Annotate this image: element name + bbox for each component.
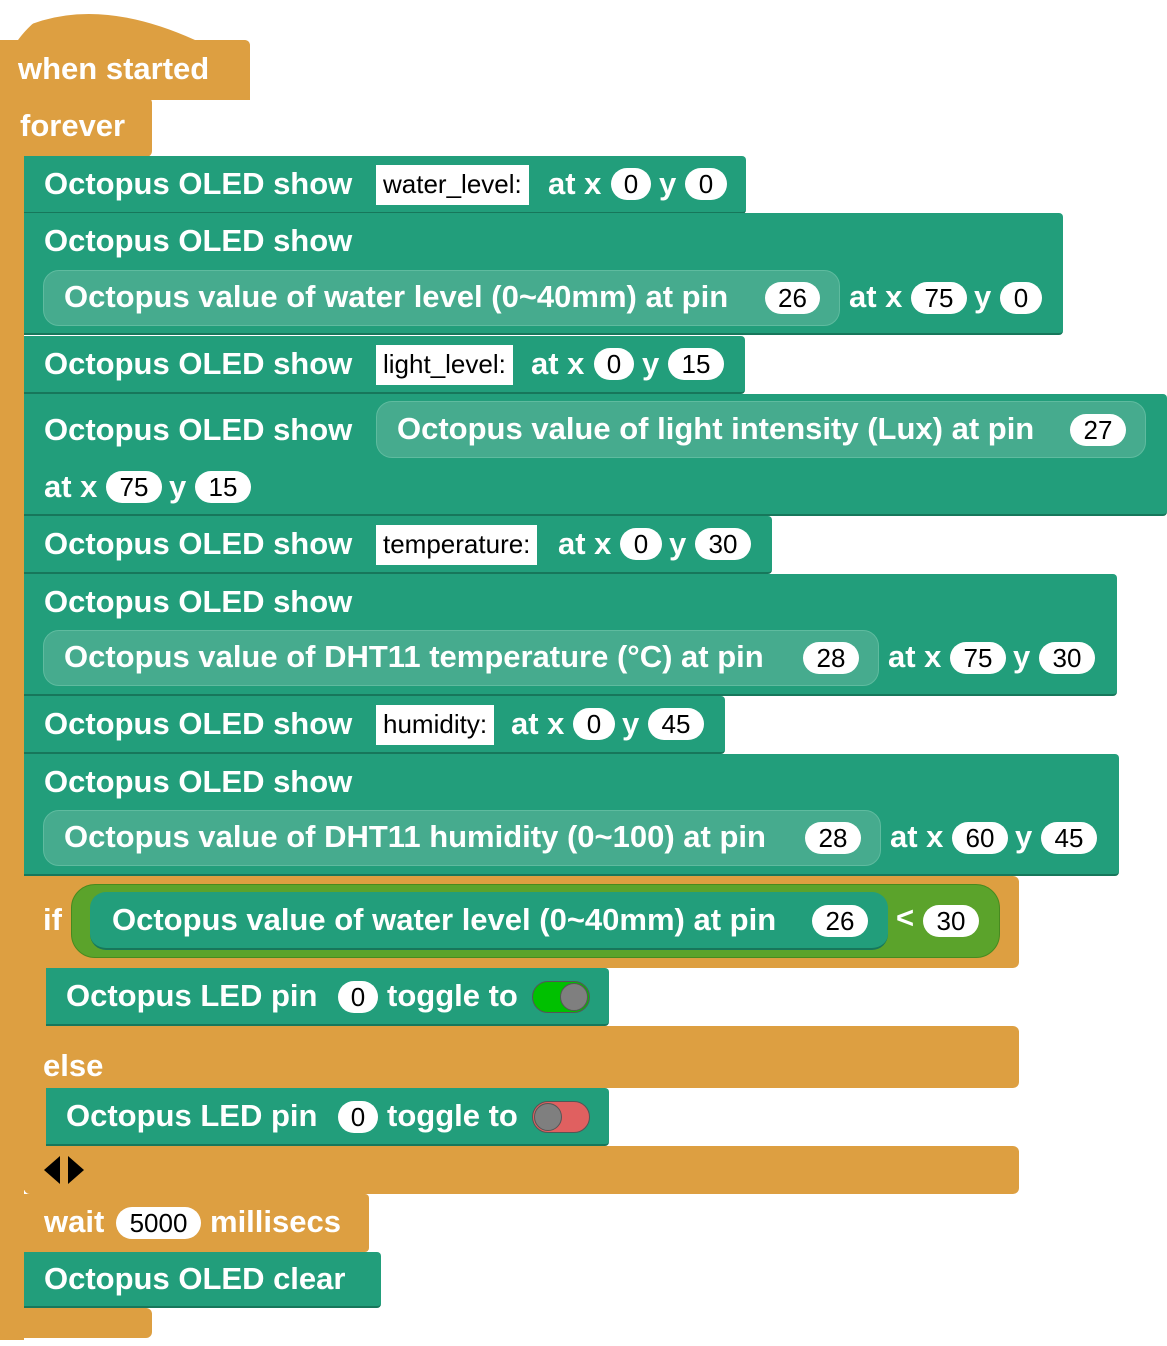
if-label: if [43,902,62,937]
else-label: else [43,1048,104,1083]
forever-block[interactable] [0,97,152,157]
y-label: y [1015,819,1033,854]
y-input[interactable]: 0 [685,168,727,200]
oled-text-field[interactable]: temperature: [376,525,538,565]
reporter-label: Octopus value of water level (0~40mm) at… [112,902,777,937]
y-input[interactable]: 45 [1041,822,1097,854]
at-x-label: at x [548,166,602,201]
oled-text-field[interactable]: light_level: [376,345,513,385]
at-x-label: at x [531,346,585,381]
forever-footer [0,1308,152,1338]
toggle-knob [534,1103,562,1131]
x-input[interactable]: 75 [950,642,1006,674]
y-label: y [1013,639,1031,674]
water-level-reporter[interactable] [43,270,840,326]
oled-show-prefix: Octopus OLED show [44,764,353,799]
pin-input[interactable]: 26 [812,905,868,937]
dht11-humidity-reporter[interactable] [43,810,881,866]
oled-clear-label: Octopus OLED clear [44,1261,346,1296]
oled-show-prefix: Octopus OLED show [44,584,353,619]
x-input[interactable]: 0 [611,168,651,200]
else-row [24,1026,1019,1088]
at-x-label: at x [558,526,612,561]
oled-show-humidity-label-block[interactable] [24,696,725,754]
light-intensity-reporter[interactable] [376,401,1146,458]
reporter-label: Octopus value of water level (0~40mm) at… [64,279,729,314]
dht11-temperature-reporter[interactable] [43,630,879,686]
wait-label: wait [44,1204,105,1239]
led-toggle-on-block[interactable] [46,968,609,1026]
wait-unit-label: millisecs [210,1204,341,1239]
y-label: y [169,469,187,504]
at-x-label: at x [890,819,944,854]
x-input[interactable]: 0 [594,348,634,380]
x-input[interactable]: 75 [911,282,967,314]
oled-show-prefix: Octopus OLED show [44,223,353,258]
y-input[interactable]: 30 [695,528,751,560]
pin-input[interactable]: 28 [805,822,861,854]
pin-input[interactable]: 27 [1070,414,1126,446]
y-label: y [642,346,660,381]
y-label: y [622,706,640,741]
led-label: Octopus LED pin [66,978,318,1013]
x-input[interactable]: 75 [106,471,162,503]
if-footer [24,1146,1019,1194]
y-input[interactable]: 15 [668,348,724,380]
oled-show-prefix: Octopus OLED show [44,346,353,381]
led-label: Octopus LED pin [66,1098,318,1133]
toggle-label: toggle to [387,978,518,1013]
mutator-arrows-icon[interactable] [42,1154,86,1186]
led-toggle-off-block[interactable] [46,1088,609,1146]
less-than-operator[interactable]: < [896,900,915,935]
y-label: y [974,279,992,314]
y-input[interactable]: 45 [648,708,704,740]
toggle-knob [560,983,588,1011]
at-x-label: at x [888,639,942,674]
oled-show-prefix: Octopus OLED show [44,166,353,201]
when-started-label: when started [18,51,210,86]
threshold-input[interactable]: 30 [923,905,979,937]
y-label: y [669,526,687,561]
forever-label: forever [20,108,126,143]
pin-input[interactable]: 26 [765,282,820,314]
y-input[interactable]: 30 [1039,642,1095,674]
oled-show-prefix: Octopus OLED show [44,706,353,741]
forever-spine [0,150,24,1340]
x-input[interactable]: 0 [620,528,662,560]
at-x-label: at x [511,706,565,741]
at-x-label: at x [44,469,98,504]
oled-show-prefix: Octopus OLED show [44,412,353,447]
led-pin-input[interactable]: 0 [338,1101,378,1133]
toggle-label: toggle to [387,1098,518,1133]
led-toggle-switch-off[interactable] [532,1101,590,1133]
reporter-label: Octopus value of DHT11 humidity (0~100) … [64,819,766,854]
condition-water-level-reporter[interactable] [90,892,888,950]
x-input[interactable]: 0 [573,708,615,740]
y-label: y [659,166,677,201]
oled-text-field[interactable]: water_level: [376,165,529,205]
wait-ms-input[interactable]: 5000 [116,1207,201,1239]
y-input[interactable]: 0 [1000,282,1042,314]
led-toggle-switch-on[interactable] [532,981,590,1013]
oled-clear-block[interactable] [24,1252,381,1308]
y-input[interactable]: 15 [195,471,251,503]
reporter-label: Octopus value of light intensity (Lux) a… [397,411,1035,446]
oled-text-field[interactable]: humidity: [376,705,495,745]
at-x-label: at x [849,279,903,314]
reporter-label: Octopus value of DHT11 temperature (°C) … [64,639,764,674]
x-input[interactable]: 60 [952,822,1008,854]
led-pin-input[interactable]: 0 [338,981,378,1013]
oled-show-prefix: Octopus OLED show [44,526,353,561]
pin-input[interactable]: 28 [803,642,859,674]
